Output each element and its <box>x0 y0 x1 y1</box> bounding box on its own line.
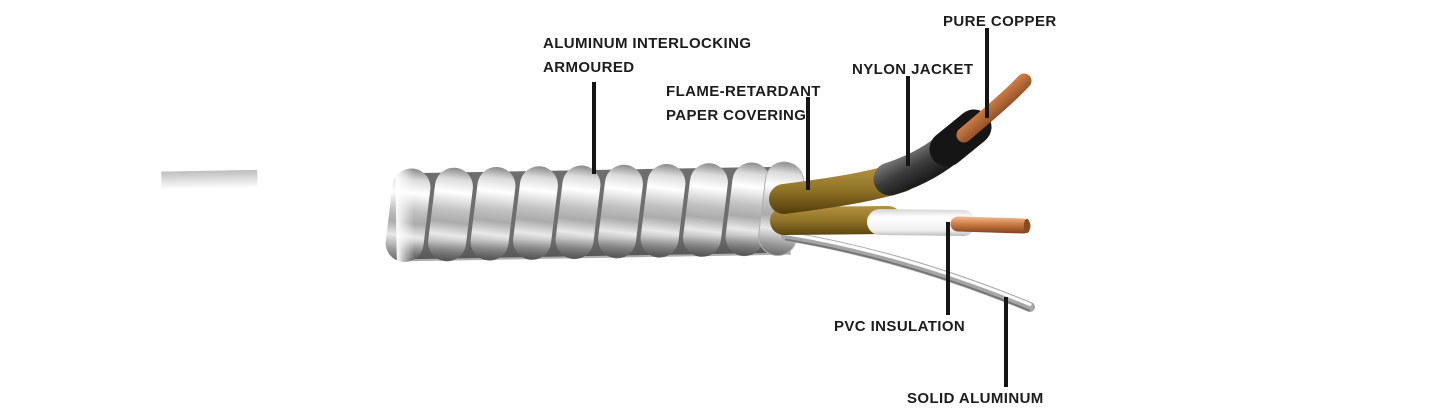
aluminum-wire-highlight <box>784 231 1032 307</box>
armour-coil <box>513 166 558 260</box>
label-line: NYLON JACKET <box>852 61 974 78</box>
armour-coil <box>428 167 473 262</box>
label-line: PAPER COVERING <box>666 107 807 124</box>
armour-coil <box>555 165 601 260</box>
armour-coil <box>640 164 686 258</box>
label-nylon-jacket: NYLON JACKET <box>852 58 973 82</box>
label-line: PURE COPPER <box>943 13 1057 30</box>
armour-coil <box>598 164 643 259</box>
pvc-insulation-sleeve <box>867 209 976 236</box>
label-line: SOLID ALUMINUM <box>907 390 1044 407</box>
label-aluminum-interlocking-armoured: ALUMINUM INTERLOCKING ARMOURED <box>543 32 751 80</box>
label-pvc-insulation: PVC INSULATION <box>834 315 965 339</box>
armour-left-fade <box>395 161 416 272</box>
label-line: ALUMINUM INTERLOCKING <box>543 35 752 52</box>
armour-coil <box>470 166 516 261</box>
armour-bottom-shade <box>400 234 791 262</box>
armour-top-shade <box>161 169 258 190</box>
aluminum-wire-body <box>781 231 1035 312</box>
upper-conductor <box>769 73 1032 214</box>
label-pure-copper: PURE COPPER <box>943 10 1057 34</box>
solid-aluminum-wire <box>781 231 1035 312</box>
leader-lines <box>592 28 1008 387</box>
copper-conductor-lower <box>950 216 1031 234</box>
label-line: ARMOURED <box>543 59 635 76</box>
armour-coil <box>683 163 728 257</box>
label-line: PVC INSULATION <box>834 318 966 335</box>
label-line: FLAME-RETARDANT <box>666 83 821 100</box>
label-solid-aluminum: SOLID ALUMINUM <box>907 387 1044 411</box>
aluminum-armour <box>161 161 804 272</box>
copper-conductor-upper <box>956 73 1032 143</box>
copper-tip-lower <box>1023 219 1031 233</box>
label-flame-retardant-paper-covering: FLAME-RETARDANT PAPER COVERING <box>666 80 821 128</box>
aluminum-wire-shadow <box>785 238 1030 312</box>
lower-conductor <box>770 206 1031 236</box>
